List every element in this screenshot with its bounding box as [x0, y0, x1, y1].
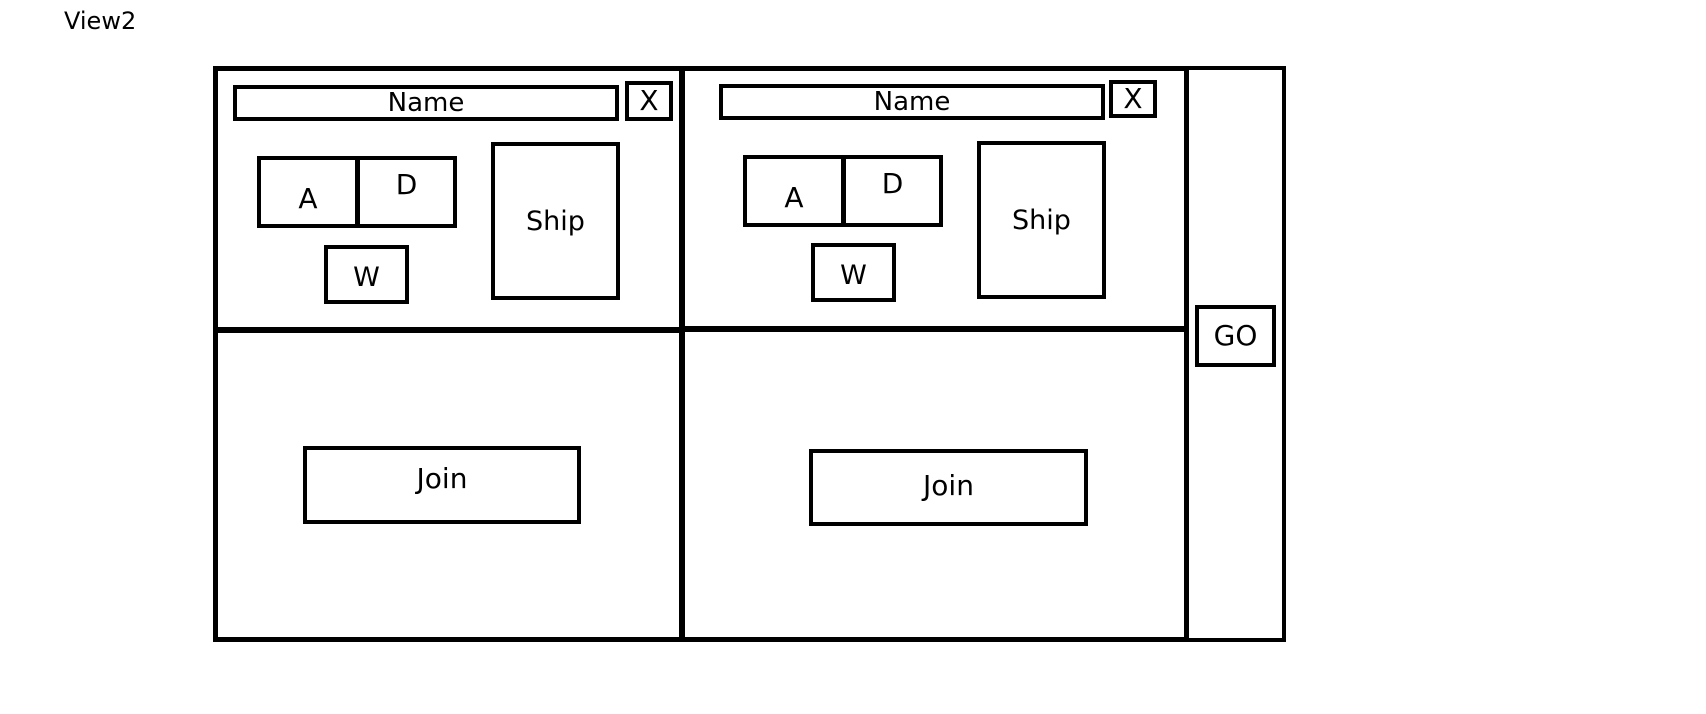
- go-button[interactable]: GO: [1195, 305, 1276, 367]
- slot-2-ship-preview[interactable]: Ship: [977, 141, 1106, 299]
- slot-1-w-button[interactable]: W: [324, 245, 409, 304]
- view-title: View2: [64, 7, 137, 35]
- slot-1-ship-preview[interactable]: Ship: [491, 142, 620, 300]
- slot-1-close-button[interactable]: X: [625, 81, 673, 121]
- slot-1-join-button[interactable]: Join: [303, 446, 581, 524]
- slot-2-a-button[interactable]: A: [743, 155, 845, 227]
- slot-2-close-button[interactable]: X: [1109, 80, 1157, 118]
- slot-1-d-button[interactable]: D: [356, 156, 457, 228]
- slot-2-join-button[interactable]: Join: [809, 449, 1088, 526]
- slot-1-a-button[interactable]: A: [257, 156, 359, 228]
- slot-2-w-button[interactable]: W: [811, 243, 896, 302]
- slot-2-name-field[interactable]: Name: [719, 84, 1105, 120]
- slot-1-name-field[interactable]: Name: [233, 85, 619, 121]
- slot-2-d-button[interactable]: D: [842, 155, 943, 227]
